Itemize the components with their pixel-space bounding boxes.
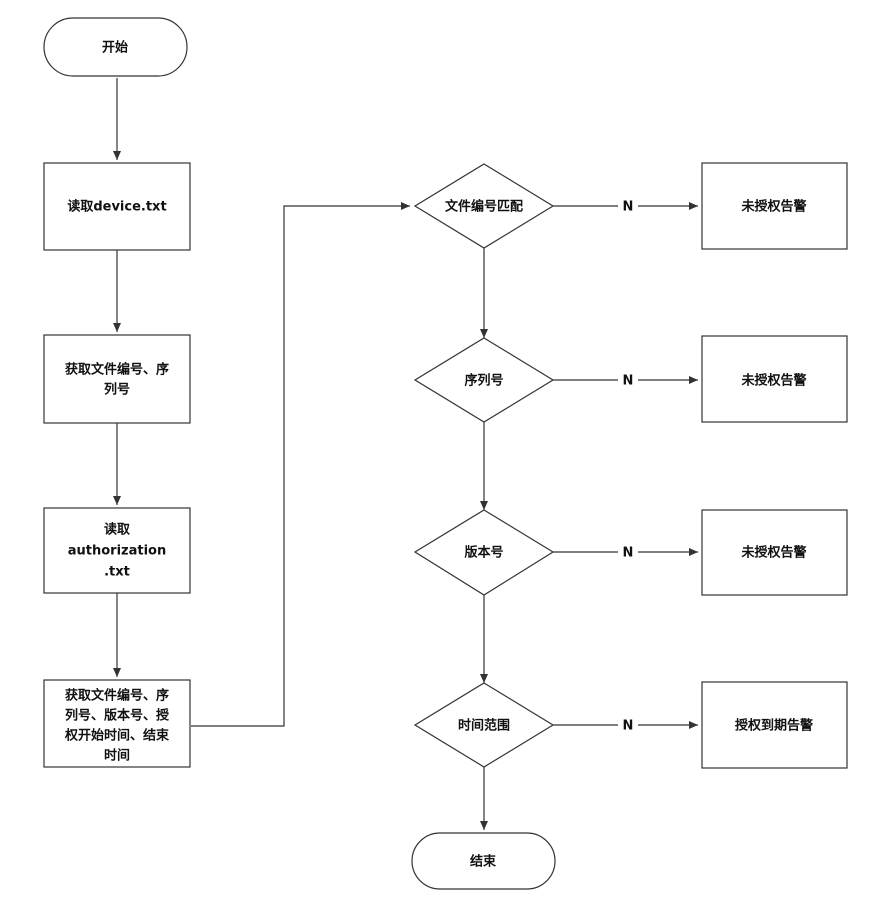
get-all-line-1: 获取文件编号、序 [65, 688, 169, 704]
read-auth-line-2: authorization [68, 544, 167, 559]
alarm2-label: 未授权告警 [740, 373, 806, 389]
alarm3-label: 未授权告警 [740, 545, 806, 561]
dec-version-label: 版本号 [464, 545, 503, 561]
decision-time: 时间范围 [415, 683, 553, 767]
alarm-expired: 授权到期告警 [702, 682, 847, 768]
start-node: 开始 [44, 18, 187, 76]
read-device-label: 读取device.txt [67, 199, 166, 215]
get-file-serial-line-1: 获取文件编号、序 [65, 362, 169, 378]
alarm-unauthorized-3: 未授权告警 [702, 510, 847, 595]
get-all-line-3: 权开始时间、结束 [64, 728, 170, 744]
edge-get-all-dec-file [191, 206, 410, 726]
process-read-auth: 读取 authorization .txt [44, 508, 190, 593]
read-auth-line-3: .txt [104, 565, 130, 580]
alarm1-label: 未授权告警 [740, 199, 806, 215]
start-label: 开始 [102, 40, 128, 56]
process-get-file-serial: 获取文件编号、序 列号 [44, 335, 190, 423]
process-read-device: 读取device.txt [44, 163, 190, 250]
alarm-unauthorized-2: 未授权告警 [702, 336, 847, 422]
end-label: 结束 [470, 854, 497, 870]
no-label-file: N [623, 200, 634, 215]
no-label-serial: N [623, 374, 634, 389]
get-file-serial-line-2: 列号 [104, 382, 130, 398]
no-label-time: N [623, 719, 634, 734]
decision-version: 版本号 [415, 510, 553, 595]
decision-file-number: 文件编号匹配 [415, 164, 553, 248]
no-label-version: N [623, 546, 634, 561]
read-auth-line-1: 读取 [104, 522, 131, 538]
dec-file-label: 文件编号匹配 [445, 199, 523, 215]
get-all-line-2: 列号、版本号、授 [65, 708, 170, 724]
decision-serial: 序列号 [415, 338, 553, 422]
get-all-line-4: 时间 [104, 748, 130, 764]
dec-time-label: 时间范围 [458, 718, 510, 734]
alarm4-label: 授权到期告警 [735, 718, 813, 734]
end-node: 结束 [412, 833, 555, 889]
alarm-unauthorized-1: 未授权告警 [702, 163, 847, 249]
dec-serial-label: 序列号 [464, 373, 503, 389]
process-get-all: 获取文件编号、序 列号、版本号、授 权开始时间、结束 时间 [44, 680, 190, 767]
